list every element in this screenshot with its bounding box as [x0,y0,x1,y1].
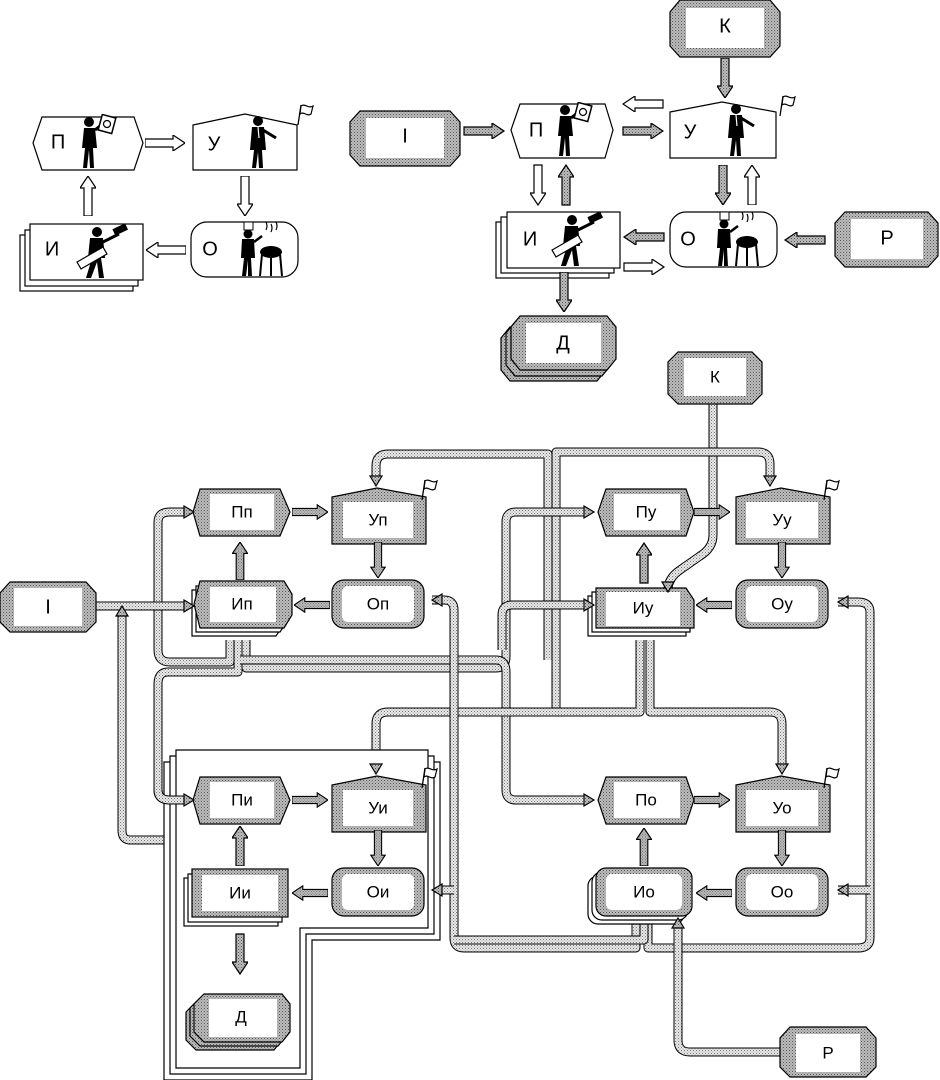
node-po: По [597,776,695,825]
arrow-i-to-p [558,164,574,206]
node-iu: Иу [587,587,695,637]
arrow-ou-to-iu [696,597,732,613]
arrow-oo-to-io [696,885,732,901]
node-pp-label: Пп [231,502,252,521]
node-iu-label: Иу [633,598,654,617]
node-r: Р [834,211,939,268]
node-up-label: Уп [368,510,387,529]
node-k: К [667,351,763,405]
node-ui: Уи [331,767,438,833]
node-u: У [669,95,796,159]
node-p: П [510,102,614,159]
node-o: О [190,221,299,278]
arrow-input-to-p [463,123,505,139]
node-d: Д [500,315,617,382]
node-io-label: Ио [633,882,655,901]
node-ui-label: Уи [368,798,388,817]
arrow-p-to-u [145,135,185,151]
node-oo: Оо [735,867,829,917]
arrow-uo-to-oo [774,830,790,866]
arrow-iu-to-pu [636,542,652,584]
node-ii: Ии [183,868,289,927]
arrow-i-to-o [623,259,665,275]
node-p: П [32,114,144,171]
node-d-label: Д [235,1007,247,1026]
arrow-p-to-u [622,123,664,139]
arrow-k-to-u [717,58,733,98]
node-u-label: У [208,133,221,155]
flag-icon [297,104,314,125]
node-i-label: И [45,238,59,260]
bottom-diagram: К I Р Д Пп Уп [0,351,877,1080]
node-i: И [495,211,621,279]
node-op-label: Оп [367,594,389,613]
node-ii-label: Ии [229,883,251,902]
node-r: Р [779,1026,877,1078]
node-k-label: К [719,15,731,37]
arrow-u-to-o [237,176,253,216]
arrow-uu-to-ou [774,542,790,578]
node-pi: Пи [192,776,291,825]
node-po-label: По [635,790,657,809]
node-o-label: О [202,238,218,260]
node-ip: Ип [191,580,293,637]
node-d: Д [185,993,291,1051]
node-pi-label: Пи [231,790,253,809]
node-uo: Уо [735,767,840,833]
node-oo-label: Оо [771,882,794,901]
node-u: У [192,104,314,171]
node-ou-label: Оу [771,594,793,613]
node-ou: Оу [735,579,829,629]
node-o-label: О [680,228,696,250]
node-o: О [669,211,778,268]
node-up: Уп [331,479,438,545]
node-oi-label: Ои [367,882,390,901]
pipe-arrowheads [114,475,849,929]
top-right-diagram: К I П У О И [349,0,939,382]
arrow-op-to-ip [294,597,330,613]
node-pu: Пу [597,488,695,537]
node-oi: Ои [331,867,425,917]
top-left-diagram: П У О И [19,104,314,292]
node-uu: Уу [735,479,840,545]
node-k-label: К [710,367,720,386]
arrow-ip-to-pp [232,542,248,580]
node-r-label: Р [880,227,893,249]
node-pu-label: Пу [636,502,657,521]
arrow-po-to-uo [694,792,730,808]
arrow-r-to-o [784,232,826,248]
arrow-o-to-i [623,229,665,245]
node-io: Ио [587,867,693,925]
node-k: К [669,0,781,58]
node-op: Оп [331,579,425,629]
arrow-pp-to-up [292,504,328,520]
flag-icon [779,95,796,116]
arrow-p-to-i [530,164,546,206]
node-ip-label: Ип [231,594,252,613]
arrow-io-to-po [636,828,652,866]
arrow-u-to-o [715,165,731,205]
arrow-i-to-p [80,176,96,216]
node-u-label: У [684,121,697,143]
node-uo-label: Уо [772,798,791,817]
arrow-o-to-u [744,165,760,205]
arrow-o-to-i [146,242,186,258]
node-p-label: П [529,119,543,141]
node-i-label: И [523,228,537,250]
node-input-i-label: I [45,596,51,618]
node-pp: Пп [192,488,291,537]
node-input-i: I [349,110,461,167]
node-p-label: П [51,131,65,153]
node-d-label: Д [556,332,570,354]
node-i: И [19,223,144,292]
node-input-i-label: I [402,125,408,147]
node-input-i: I [0,581,97,633]
arrow-up-to-op [370,542,386,578]
node-uu-label: Уу [772,510,792,529]
arrow-u-to-p [622,96,664,112]
node-r-label: Р [822,1043,833,1062]
